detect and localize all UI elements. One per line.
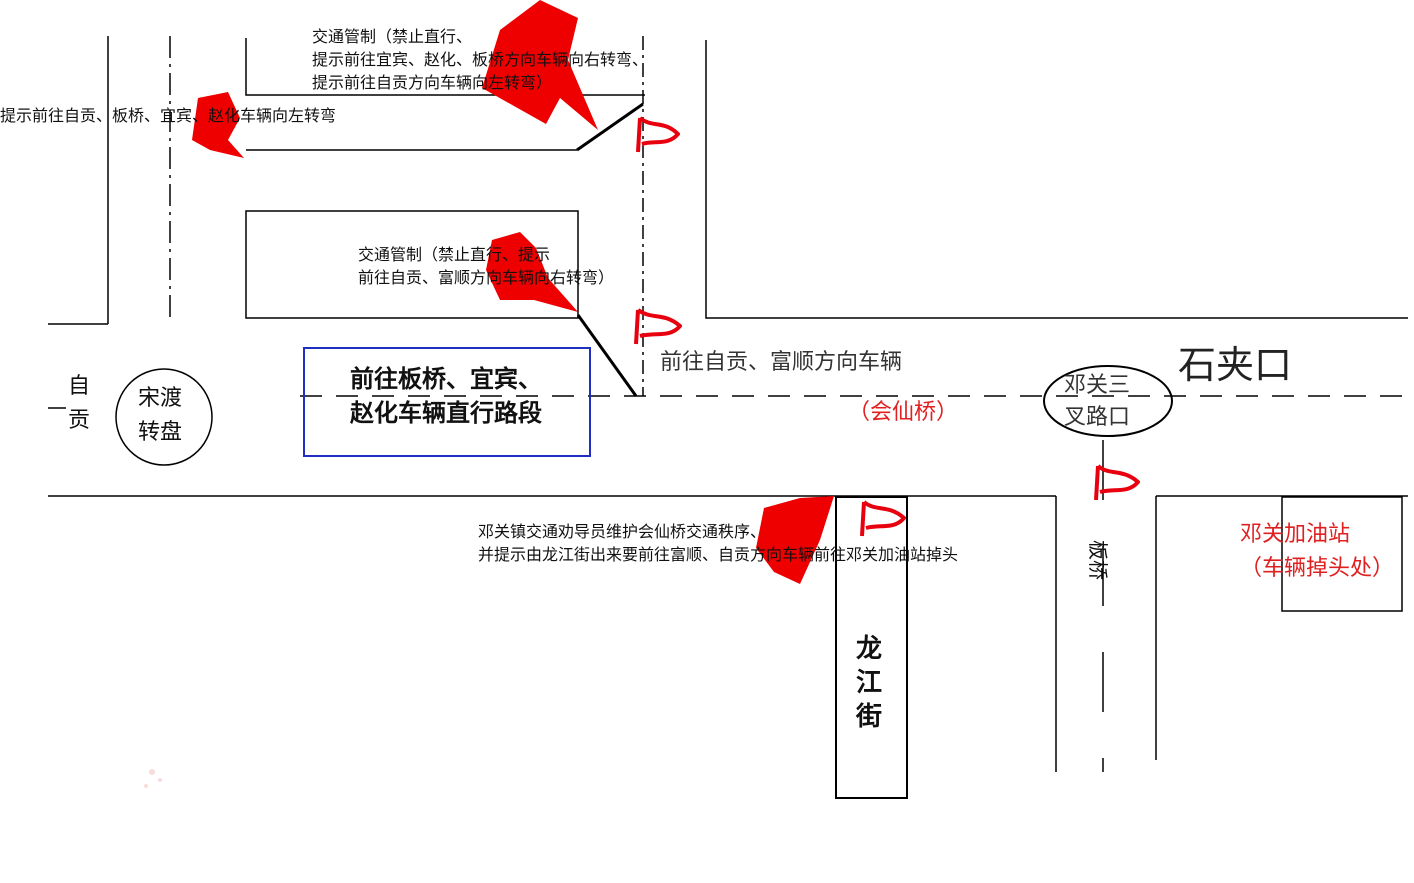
barricades: [576, 102, 644, 397]
road-edge: [705, 40, 1408, 319]
callout-mid-line: 交通管制（禁止直行、提示: [358, 245, 551, 264]
flags: [634, 116, 1140, 537]
direction-label: 前往自贡、富顺方向车辆: [660, 350, 903, 375]
callout-marker-left: [192, 92, 244, 158]
longjiang-char: 街: [856, 702, 883, 732]
callout-bottom: 邓关镇交通劝导员维护会仙桥交通秩序、 并提示由龙江街出来要前往富顺、自贡方向车辆…: [478, 520, 958, 566]
flag-icon: [636, 116, 680, 153]
callout-left: 提示前往自贡、板桥、宜宾、赵化车辆向左转弯: [0, 106, 337, 125]
junction-line: 邓关三: [1064, 373, 1131, 398]
route-box: [303, 347, 591, 457]
callout-marker-top: [482, 0, 598, 130]
callout-top-line: 提示前往宜宾、赵化、板桥方向车辆向右转弯、: [312, 50, 649, 69]
flag-icon: [860, 500, 906, 537]
barricade: [576, 314, 638, 397]
flag-icon: [634, 308, 682, 345]
banqiao-label: 板桥: [1086, 540, 1110, 580]
junction-label: 邓关三 叉路口: [1064, 370, 1130, 434]
roundabout-label: 宋渡 转盘: [138, 382, 182, 450]
gas-station-box: [1281, 496, 1403, 612]
longjiang-char: 龙: [856, 634, 883, 664]
junction-circle: [1043, 365, 1173, 437]
roundabout-line: 宋渡: [138, 386, 183, 411]
station-label: 邓关加油站: [1240, 522, 1351, 547]
bridge-label: （会仙桥）: [848, 400, 959, 425]
callout-markers: [192, 0, 834, 584]
callout-bottom-line: 并提示由龙江街出来要前往富顺、自贡方向车辆前往邓关加油站掉头: [478, 545, 959, 564]
roundabout: [115, 368, 213, 466]
junction-line: 叉路口: [1064, 405, 1131, 430]
callout-mid: 交通管制（禁止直行、提示 前往自贡、富顺方向车辆向右转弯）: [358, 243, 614, 289]
roundabout-line: 转盘: [138, 420, 183, 445]
longjiang-street: [835, 496, 908, 799]
callout-top-line: 交通管制（禁止直行、: [312, 27, 473, 46]
station-note-label: （车辆掉头处）: [1240, 556, 1395, 581]
route-label: 前往板桥、宜宾、 赵化车辆直行路段: [350, 362, 542, 430]
callout-marker-bottom: [756, 496, 834, 584]
flag-icon: [1094, 464, 1140, 501]
roads: [48, 36, 1408, 772]
callout-mid-line: 前往自贡、富顺方向车辆向右转弯）: [358, 268, 615, 287]
route-line: 前往板桥、宜宾、: [350, 365, 542, 393]
callout-top: 交通管制（禁止直行、 提示前往宜宾、赵化、板桥方向车辆向右转弯、 提示前往自贡方…: [312, 25, 648, 94]
zigong-label: 自 贡: [68, 370, 90, 438]
callout-top-line: 提示前往自贡方向车辆向左转弯）: [312, 73, 553, 92]
barricade: [576, 102, 644, 152]
callout-marker-mid: [486, 232, 578, 312]
route-line: 赵化车辆直行路段: [350, 399, 542, 427]
shijiakou-label: 石夹口: [1178, 343, 1293, 387]
smudge: [144, 769, 162, 788]
city-block: [245, 210, 579, 319]
callout-bottom-line: 邓关镇交通劝导员维护会仙桥交通秩序、: [478, 522, 767, 541]
longjiang-label: 龙 江 街: [856, 632, 882, 734]
longjiang-char: 江: [856, 668, 883, 698]
zigong-char: 贡: [68, 408, 91, 433]
zigong-char: 自: [68, 374, 91, 399]
